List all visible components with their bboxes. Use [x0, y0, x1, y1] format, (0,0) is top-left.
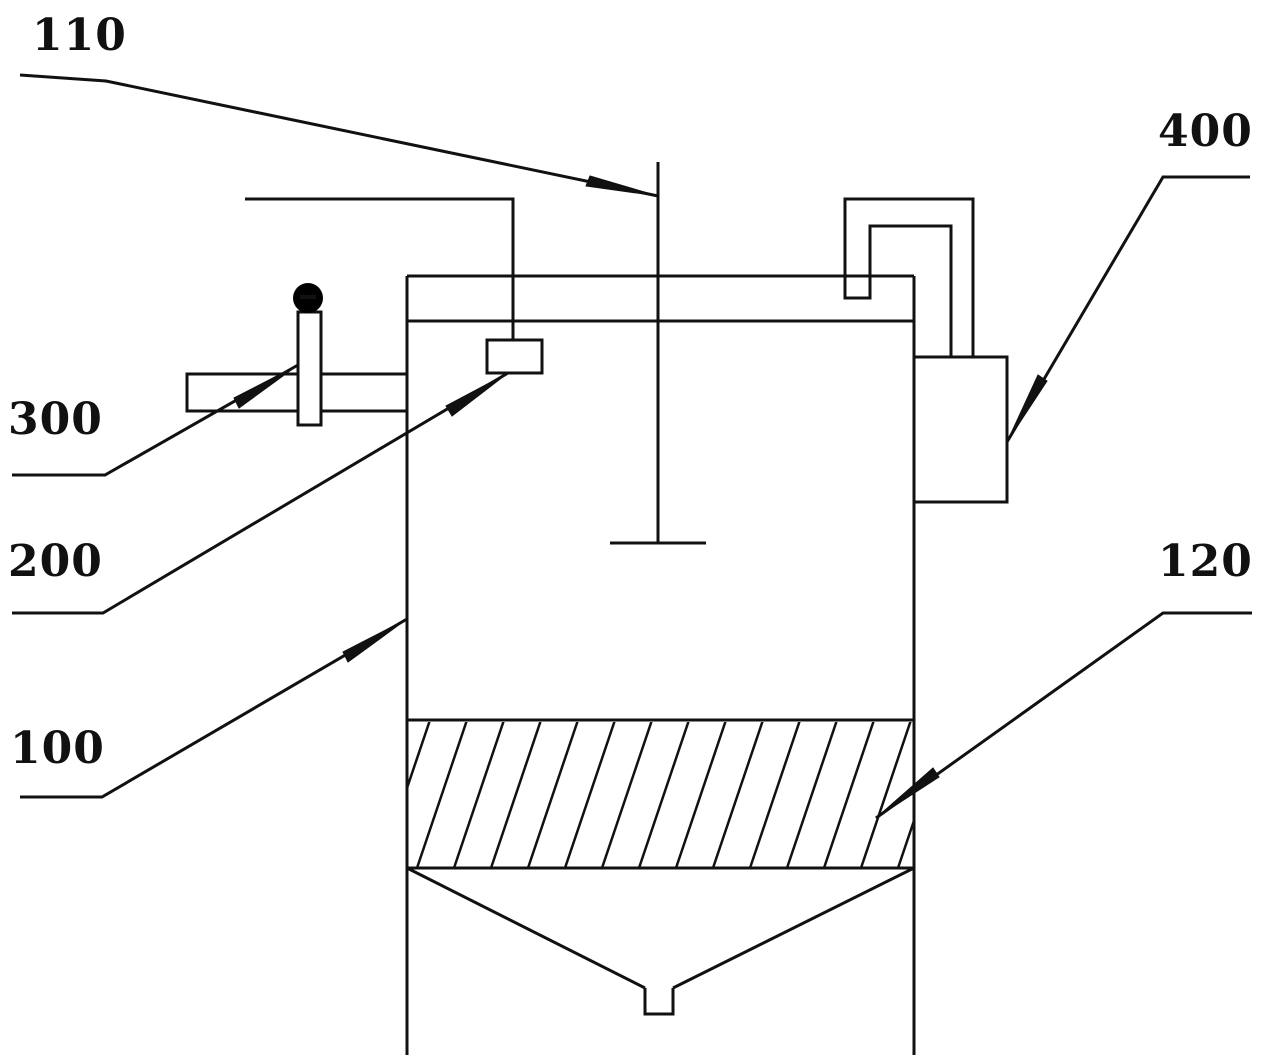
label-300: 300 [8, 394, 103, 445]
leader-200 [12, 371, 509, 615]
stirrer-shaft [610, 162, 706, 545]
tank-body [405, 274, 916, 1055]
label-100: 100 [10, 723, 105, 774]
leader-300 [12, 363, 299, 477]
filter-hatching [407, 722, 914, 867]
label-200: 200 [8, 536, 103, 587]
leader-400 [1005, 175, 1250, 443]
sensor-unit [245, 197, 544, 375]
filter-layer [407, 718, 914, 870]
label-120: 120 [1158, 536, 1253, 587]
leader-100 [20, 617, 408, 799]
label-400: 400 [1158, 106, 1253, 157]
label-110: 110 [32, 10, 127, 61]
inlet-valve [185, 283, 407, 427]
conical-bottom [406, 866, 915, 1016]
leader-110 [19, 73, 659, 198]
leader-120 [875, 611, 1252, 820]
pump-unit [843, 197, 1009, 504]
